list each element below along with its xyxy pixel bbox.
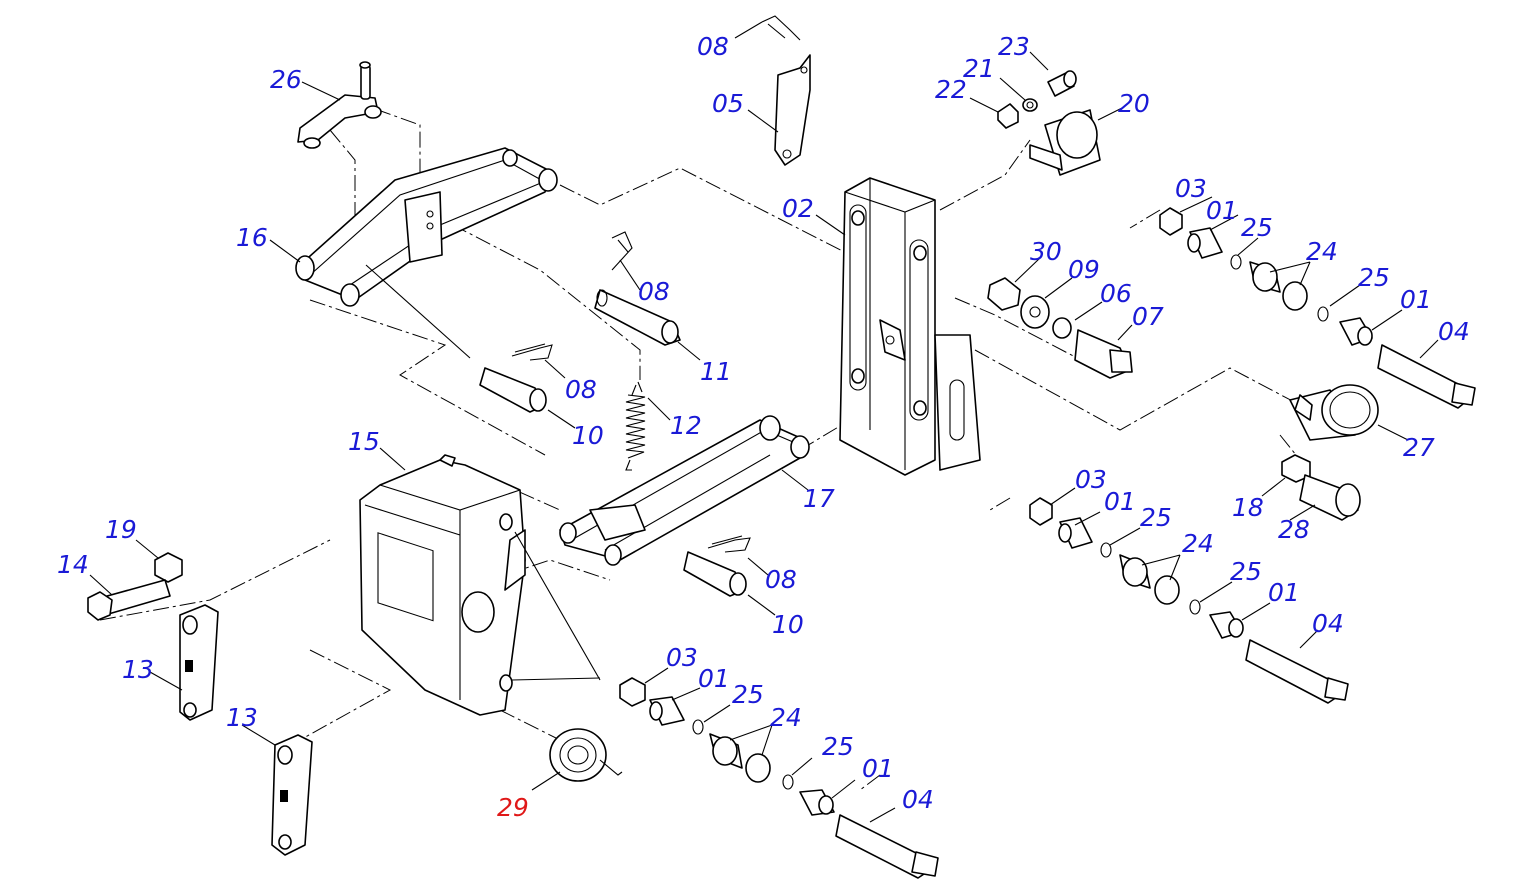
leader-lines <box>89 21 1439 823</box>
label-30: 30 <box>1030 237 1062 266</box>
label-26: 26 <box>270 65 302 94</box>
label-16: 16 <box>236 223 268 252</box>
lower-pin-stack <box>619 677 939 879</box>
label-24: 24 <box>1306 237 1338 266</box>
middle-pin-stack <box>1029 497 1349 704</box>
label-19: 19 <box>105 515 137 544</box>
label-01: 01 <box>1104 487 1136 516</box>
label-25: 25 <box>732 680 764 709</box>
label-06: 06 <box>1100 279 1132 308</box>
label-11: 11 <box>700 357 732 386</box>
label-14: 14 <box>57 550 89 579</box>
label-09: 09 <box>1068 255 1100 284</box>
part-26-lever <box>297 61 382 149</box>
label-03: 03 <box>1175 174 1207 203</box>
label-29: 29 <box>497 793 529 822</box>
label-08: 08 <box>697 32 729 61</box>
label-08: 08 <box>765 565 797 594</box>
part-labels: 08 05 23 21 22 20 26 02 16 03 01 25 24 3… <box>57 32 1470 822</box>
label-13: 13 <box>226 703 258 732</box>
label-25: 25 <box>1230 557 1262 586</box>
part-11-pin <box>594 289 681 346</box>
label-12: 12 <box>670 411 702 440</box>
label-25: 25 <box>822 732 854 761</box>
label-04: 04 <box>1312 609 1344 638</box>
parts-18-28 <box>1281 454 1361 521</box>
part-29-hub <box>549 728 623 782</box>
label-25: 25 <box>1358 263 1390 292</box>
label-01: 01 <box>1268 578 1300 607</box>
label-10: 10 <box>572 421 604 450</box>
parts-13-links <box>179 604 313 856</box>
upper-pin-stack <box>1159 207 1476 409</box>
parts-30-09-06-07 <box>987 277 1133 379</box>
label-03: 03 <box>1075 465 1107 494</box>
label-17: 17 <box>803 484 835 513</box>
label-05: 05 <box>712 89 744 118</box>
label-25: 25 <box>1241 213 1273 242</box>
label-24: 24 <box>1182 529 1214 558</box>
label-20: 20 <box>1118 89 1150 118</box>
part-16-upper-arm <box>295 147 558 307</box>
part-05-plate <box>774 54 811 166</box>
label-04: 04 <box>902 785 934 814</box>
label-02: 02 <box>782 194 814 223</box>
parts-19-14 <box>87 552 183 621</box>
part-27-bracket <box>1289 384 1379 441</box>
label-15: 15 <box>348 427 380 456</box>
label-03: 03 <box>666 643 698 672</box>
label-08: 08 <box>638 277 670 306</box>
label-28: 28 <box>1278 515 1310 544</box>
part-10-pin-upper <box>479 367 547 413</box>
label-04: 04 <box>1438 317 1470 346</box>
part-08-clips <box>511 15 801 553</box>
label-08: 08 <box>565 375 597 404</box>
label-01: 01 <box>862 754 894 783</box>
label-18: 18 <box>1232 493 1264 522</box>
label-22: 22 <box>935 75 967 104</box>
parts-20-23 <box>997 70 1101 176</box>
label-27: 27 <box>1403 433 1435 462</box>
label-23: 23 <box>998 32 1030 61</box>
label-21: 21 <box>963 54 995 83</box>
label-24: 24 <box>770 703 802 732</box>
label-01: 01 <box>1206 196 1238 225</box>
part-02-frame <box>839 177 981 476</box>
part-17-lower-arm <box>559 415 810 566</box>
label-01: 01 <box>698 664 730 693</box>
label-25: 25 <box>1140 503 1172 532</box>
part-12-spring <box>625 381 646 471</box>
part-10-pin-lower <box>683 551 747 597</box>
label-07: 07 <box>1132 302 1164 331</box>
label-01: 01 <box>1400 285 1432 314</box>
label-13: 13 <box>122 655 154 684</box>
label-10: 10 <box>772 610 804 639</box>
part-15-main-body <box>359 454 526 716</box>
